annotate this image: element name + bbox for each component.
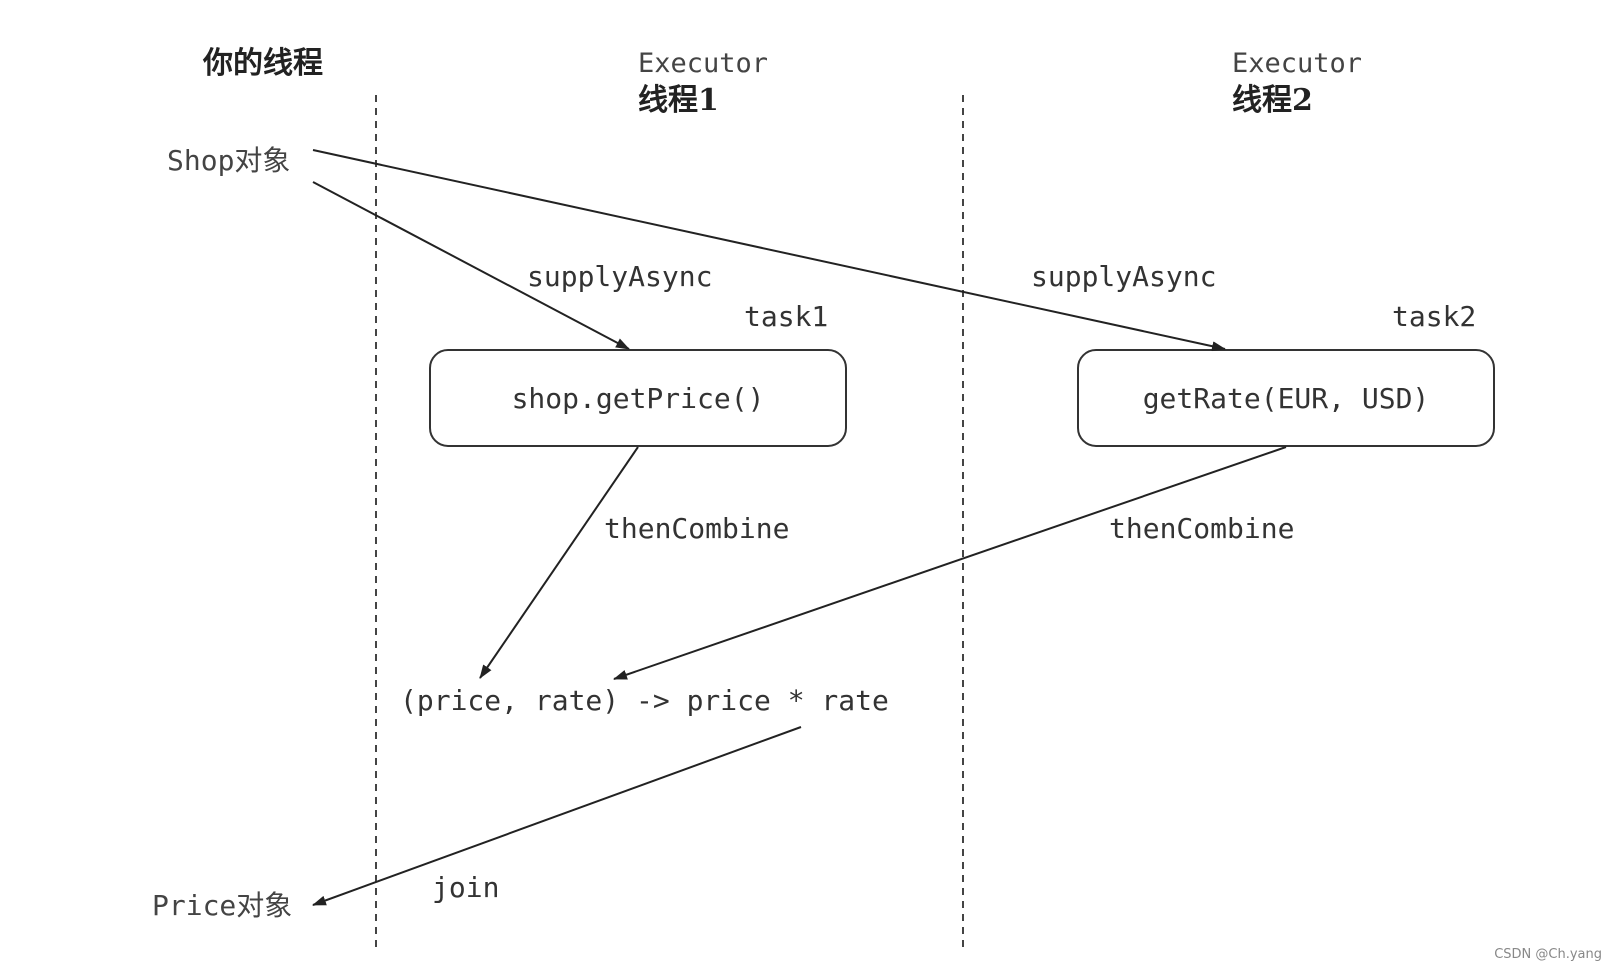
shop-object-label: Shop对象 [167,144,290,177]
task1-box [429,349,847,447]
arrow-shop-to-task1 [312,181,630,350]
lane-header-executor-1: Executor [638,48,768,79]
task1-label: task1 [744,300,828,333]
price-object-label: Price对象 [152,889,292,922]
task2-label: task2 [1392,300,1476,333]
lane-header-your-thread: 你的线程 [202,46,323,81]
arrow-task1-to-combine [479,446,639,679]
arrow-combine-to-price [312,726,802,906]
task2-box [1077,349,1495,447]
edge-label-supply-async-1: supplyAsync [527,260,712,293]
task1-body: shop.getPrice() [512,382,765,415]
edge-label-supply-async-2: supplyAsync [1031,260,1216,293]
arrow-shop-to-task2 [312,149,1226,352]
lane-subheader-thread-2: 线程2 [1232,83,1313,118]
edge-label-join: join [432,871,499,904]
edge-label-then-combine-2: thenCombine [1109,512,1294,545]
arrow-task2-to-combine [613,446,1287,680]
edge-label-then-combine-1: thenCombine [604,512,789,545]
lane-subheader-thread-1: 线程1 [638,83,719,118]
lane-header-executor-2: Executor [1232,48,1362,79]
combine-expression: (price, rate) -> price * rate [400,684,889,717]
watermark-text: CSDN @Ch.yang [1494,947,1602,962]
task2-body: getRate(EUR, USD) [1143,382,1430,415]
